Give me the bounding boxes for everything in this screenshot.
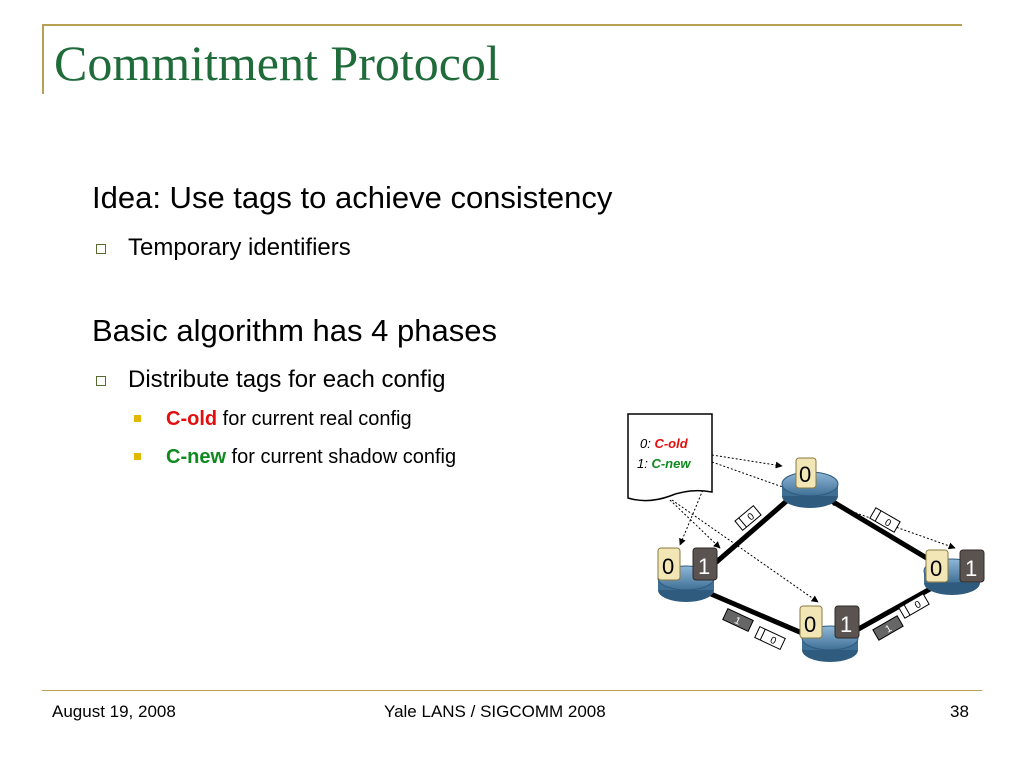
router-left: 0 1 (657, 547, 718, 602)
config-note: 0: C-old 1: C-new (627, 413, 713, 502)
packet-icon (869, 507, 901, 533)
router-tag: 1 (698, 554, 710, 579)
footer-rule (42, 690, 982, 691)
packet-icon (898, 593, 930, 619)
router-tag: 1 (965, 556, 977, 581)
packet-icon (722, 607, 754, 633)
router-bottom: 0 1 (799, 605, 860, 662)
title-frame-left-rule (42, 24, 44, 94)
c-old-description: for current real config (217, 408, 412, 430)
filled-square-bullet-icon (134, 415, 141, 422)
hollow-square-bullet-icon (96, 244, 106, 254)
packet-tag: 0 (768, 635, 778, 648)
bullet-temporary: Temporary identifiers (96, 234, 351, 262)
router-right: 0 1 (923, 549, 985, 595)
footer-center: Yale LANS / SIGCOMM 2008 (384, 702, 606, 721)
commitment-network-diagram: 0: C-old 1: C-new 0 0 1 0 1 (627, 413, 985, 662)
bullet-distribute-text: Distribute tags for each config (128, 366, 446, 393)
scroll-tag-icon (799, 605, 823, 639)
c-new-label: C-new (166, 446, 226, 468)
bullet-distribute: Distribute tags for each config (96, 366, 446, 394)
scroll-tag-icon (959, 549, 985, 583)
packet-icon (872, 615, 904, 641)
packet-icon (734, 504, 762, 532)
packet-tag: 0 (913, 599, 924, 612)
router-tag: 0 (930, 556, 942, 581)
packet-tag: 1 (884, 623, 895, 636)
packet-tag: 0 (883, 517, 894, 530)
scroll-tag-icon (657, 547, 681, 581)
router-tag: 1 (840, 612, 852, 637)
arrow-to-top-router (711, 454, 783, 469)
packet-icon (754, 625, 786, 651)
bullet-temporary-text: Temporary identifiers (128, 234, 351, 261)
router-tag: 0 (804, 612, 816, 637)
scroll-tag-icon (692, 547, 718, 581)
bullet-idea: Idea: Use tags to achieve consistency (92, 180, 613, 215)
filled-square-bullet-icon (134, 453, 141, 460)
bullet-basic: Basic algorithm has 4 phases (92, 313, 497, 348)
router-tag: 0 (662, 554, 674, 579)
packet-top-left: 0 (734, 504, 762, 532)
packet-tag: 0 (746, 511, 758, 523)
scroll-tag-icon (795, 457, 817, 489)
scroll-tag-icon (834, 605, 860, 639)
footer-date: August 19, 2008 (52, 702, 176, 721)
note-line-1: 0: C-old (640, 436, 689, 451)
slide-title: Commitment Protocol (54, 35, 500, 91)
packet-tag: 1 (733, 615, 743, 628)
packet-bottom-right: 1 0 (872, 593, 930, 641)
router-top: 0 (781, 457, 839, 508)
c-new-description: for current shadow config (226, 446, 457, 468)
note-line-2: 1: C-new (637, 456, 691, 471)
packet-bottom-left: 1 0 (722, 607, 786, 651)
arrow-to-bottom-router (671, 499, 819, 603)
c-old-label: C-old (166, 408, 218, 430)
bullet-cold: C-old for current real config (134, 408, 412, 431)
arrow-to-right-router (711, 461, 956, 550)
page-number: 38 (950, 702, 969, 721)
scroll-tag-icon (925, 549, 949, 583)
title-frame-top-rule (42, 24, 962, 26)
arrow-to-left-router (669, 499, 721, 549)
packet-top-right: 0 (869, 507, 901, 533)
router-tag: 0 (799, 462, 811, 487)
note-paper-shape (627, 413, 713, 502)
bullet-cnew: C-new for current shadow config (134, 446, 457, 469)
hollow-square-bullet-icon (96, 376, 106, 386)
